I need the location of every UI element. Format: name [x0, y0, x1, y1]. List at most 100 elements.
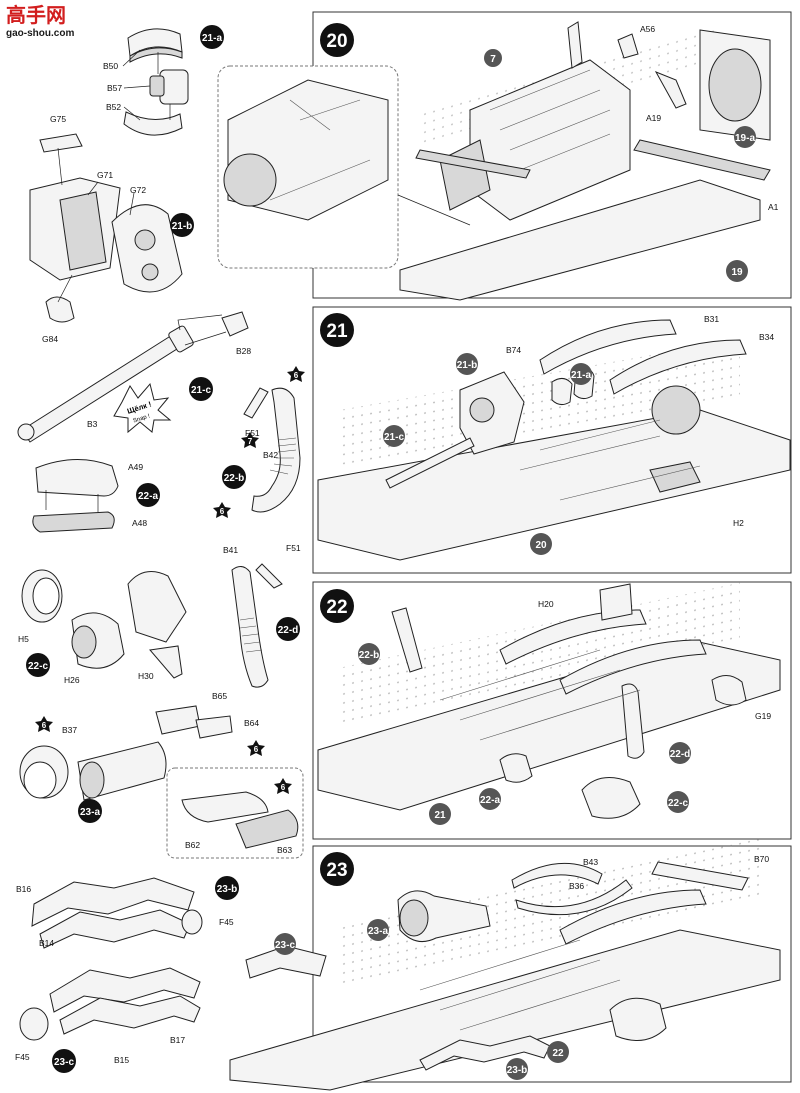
part-label: B43: [583, 857, 598, 867]
watermark-url: gao-shou.com: [6, 28, 74, 39]
star-label: 6: [42, 721, 47, 730]
step-21-panel: B31 B34 B74 H2 21-b 21-a 21-c 20 21: [312, 306, 792, 574]
part-label: B36: [569, 881, 584, 891]
part-label: B57: [107, 83, 122, 93]
star-label: 6: [254, 745, 259, 754]
ref-23b: [506, 1058, 528, 1080]
step-number: 20: [326, 31, 347, 52]
ref-label: 21-b: [457, 360, 478, 371]
star-label: 6: [281, 783, 286, 792]
ref-label: 23-b: [507, 1065, 528, 1076]
subassembly-23a: B37 B65 B64 6 6 23-a B62 B63 6: [19, 691, 304, 859]
part-label: B64: [244, 718, 259, 728]
ref-23c: [274, 933, 296, 955]
part-label: B52: [106, 102, 121, 112]
part-label: B17: [170, 1035, 185, 1045]
badge-label: 22-c: [28, 661, 48, 672]
snap-callout-subtext: Snap !: [133, 413, 152, 424]
badge-21b: [170, 213, 194, 237]
step-22-panel: H20 G19 22-b 22-d 22-a 22-c 21 22: [312, 581, 792, 840]
ref-23a: [367, 919, 389, 941]
step-20-panel: A56 A19 A1 7 19-a 19 20: [217, 11, 792, 301]
ref-21b: [456, 353, 478, 375]
part-label: B34: [759, 332, 774, 342]
badge-23a: [78, 799, 102, 823]
snap-callout: [113, 382, 172, 434]
badge-label: 23-c: [54, 1057, 74, 1068]
star-marker: [274, 778, 292, 794]
part-label: B37: [62, 725, 77, 735]
subassembly-21c: B3 B28 Щёлк ! Snap ! 21-c: [17, 311, 251, 443]
part-label: G71: [97, 170, 113, 180]
badge-23c: [52, 1049, 76, 1073]
ref-label: 19: [731, 267, 743, 278]
ref-21c: [383, 425, 405, 447]
badge-22b: [222, 465, 246, 489]
part-label: G19: [755, 711, 771, 721]
star-marker: [213, 502, 231, 518]
part-label: B31: [704, 314, 719, 324]
ref-label: 22-b: [359, 650, 380, 661]
step-number: 23: [326, 860, 347, 881]
badge-label: 22-d: [278, 625, 299, 636]
step-number-circle: [320, 852, 354, 886]
badge-21c: [189, 377, 213, 401]
ref-label: 22-d: [670, 749, 691, 760]
subassembly-22c: H5 H26 H30 22-c: [18, 569, 187, 685]
part-label: B16: [16, 884, 31, 894]
ref-22a: [479, 788, 501, 810]
part-label: B74: [506, 345, 521, 355]
part-label: A19: [646, 113, 661, 123]
part-label: H5: [18, 634, 29, 644]
part-label: G72: [130, 185, 146, 195]
subassembly-22b: F51 B42 6 7 6 22-b: [213, 366, 305, 518]
ref-19a: [734, 126, 756, 148]
step-number: 21: [326, 321, 348, 342]
star-marker: [247, 740, 265, 756]
part-label: B28: [236, 346, 251, 356]
star-label: 7: [248, 437, 253, 446]
part-label: B41: [223, 545, 238, 555]
part-label: H26: [64, 675, 80, 685]
subassembly-23b: B16 B14 F45 23-b: [16, 876, 239, 949]
step-number-circle: [320, 23, 354, 57]
part-label: H30: [138, 671, 154, 681]
part-label: A48: [132, 518, 147, 528]
badge-label: 21-a: [202, 33, 222, 44]
detail-box: [166, 767, 304, 859]
badge-label: 21-b: [172, 221, 193, 232]
part-label: G84: [42, 334, 58, 344]
watermark-brand: 高手网: [6, 3, 66, 27]
badge-label: 23-a: [80, 807, 100, 818]
part-label: B14: [39, 938, 54, 948]
part-label: H2: [733, 518, 744, 528]
subassembly-22d: B41 F51 22-d: [223, 543, 301, 688]
badge-21a: [200, 25, 224, 49]
step-number-circle: [320, 589, 354, 623]
ref-label: 20: [535, 540, 547, 551]
subassembly-21a: B50 B57 B52 21-a: [103, 25, 224, 136]
step-23-panel: B43 B70 B36 23-a 23-c 22 23-b 23: [229, 838, 792, 1091]
part-label: G75: [50, 114, 66, 124]
star-marker: [241, 432, 259, 448]
part-label: B3: [87, 419, 98, 429]
star-marker: [35, 716, 53, 732]
ref-label: 22-a: [480, 795, 500, 806]
part-label: F51: [286, 543, 301, 553]
ref-22c: [667, 791, 689, 813]
ref-7: [484, 49, 502, 67]
ref-label: 19-a: [735, 133, 755, 144]
ref-20: [530, 533, 552, 555]
watermark-logo: 高手网 gao-shou.com: [6, 3, 74, 39]
ref-label: 23-a: [368, 926, 388, 937]
ref-21: [429, 803, 451, 825]
badge-label: 23-b: [217, 884, 238, 895]
badge-label: 22-b: [224, 473, 245, 484]
step-number-circle: [320, 313, 354, 347]
part-label: B42: [263, 450, 278, 460]
part-label: B50: [103, 61, 118, 71]
part-label: B15: [114, 1055, 129, 1065]
star-marker: [287, 366, 305, 382]
badge-22d: [276, 617, 300, 641]
ref-22b: [358, 643, 380, 665]
